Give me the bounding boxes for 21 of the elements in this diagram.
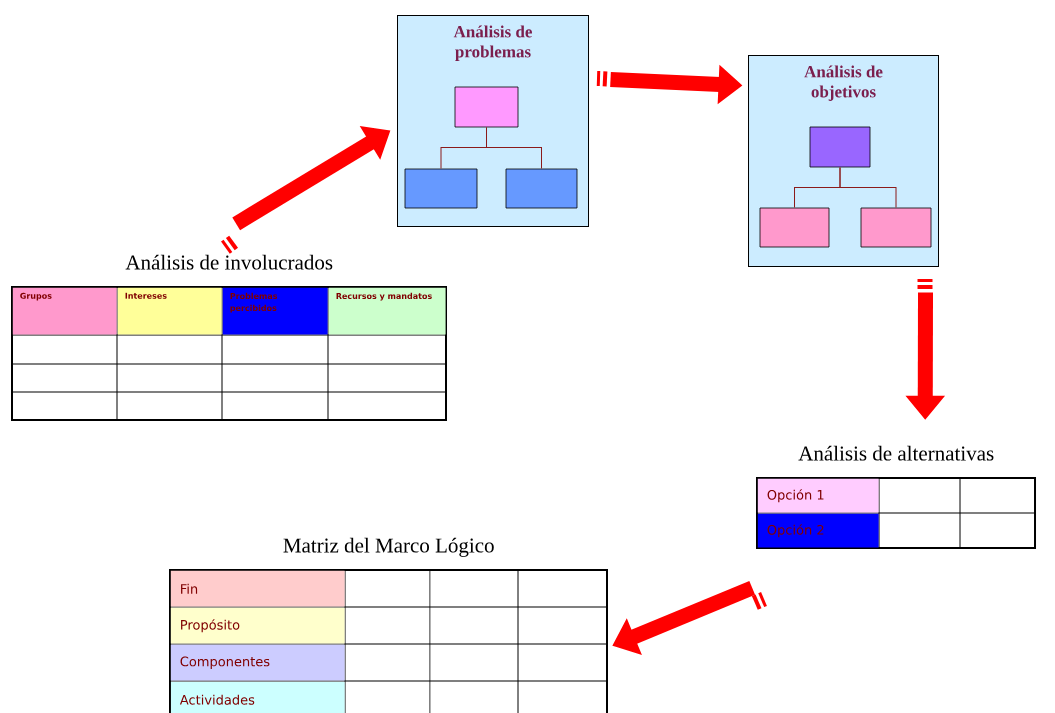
box	[809, 126, 871, 168]
connector-line	[486, 126, 542, 170]
header-cell: Recursos y mandatos	[328, 287, 446, 335]
box	[404, 168, 478, 209]
table-cell: Opción 1	[757, 478, 879, 513]
node-label: Matriz del Marco Lógico	[283, 537, 494, 557]
table-cell: Propósito	[170, 607, 345, 644]
box	[454, 86, 519, 128]
header-cell: Intereses	[117, 287, 222, 335]
table-cell: Componentes	[170, 644, 345, 681]
node-label: Análisis de alternativas	[798, 445, 994, 461]
table-cell: Opción 2	[757, 513, 879, 548]
box	[759, 207, 830, 248]
box	[860, 207, 932, 248]
table-cell: Fin	[170, 570, 345, 607]
header-cell: Grupos	[12, 287, 117, 335]
connector-line	[839, 166, 897, 209]
node-label: Análisis de involucrados	[125, 254, 333, 270]
box	[505, 168, 578, 209]
table-cell: Actividades	[170, 681, 345, 713]
header-cell: Problemas percibidos	[222, 287, 328, 335]
